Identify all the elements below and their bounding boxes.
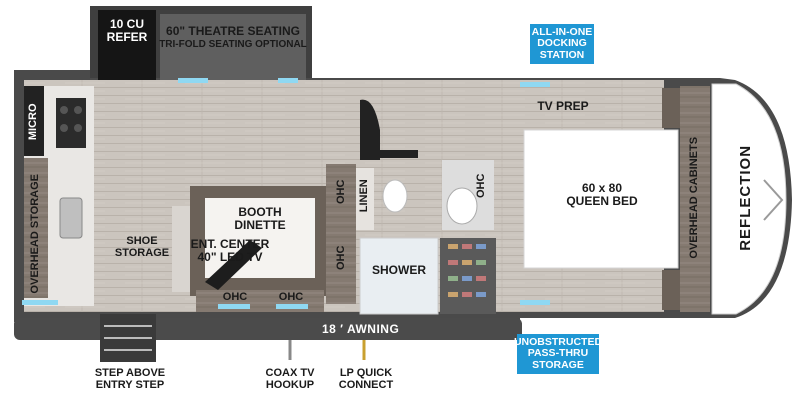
overhead-storage-label: OVERHEAD STORAGE <box>29 173 42 294</box>
nose-cap <box>711 83 787 315</box>
ohc-partition-top: OHC <box>335 179 348 205</box>
pass-thru-text: UNOBSTRUCTED PASS-THRU STORAGE <box>513 335 603 371</box>
shoe-storage-label: SHOE STORAGE <box>114 235 170 259</box>
awning-bar <box>14 318 522 340</box>
ohc-dinette-right: OHC <box>278 291 304 303</box>
booth-dinette-label: BOOTH DINETTE <box>234 205 286 232</box>
door-arc <box>360 99 380 160</box>
docking-station-callout: ALL-IN-ONE DOCKING STATION <box>530 24 594 64</box>
ohc-dinette-left: OHC <box>222 291 248 303</box>
booth-dinette <box>205 198 315 278</box>
center-wall <box>326 164 356 304</box>
micro-cabinet <box>24 86 44 156</box>
shower-label: SHOWER <box>372 263 426 277</box>
ent-center-label: ENT. CENTER 40" LED TV <box>190 237 270 264</box>
lp-label: LP QUICK CONNECT <box>338 367 394 391</box>
queen-bed-label: 60 x 80 QUEEN BED <box>566 181 638 208</box>
nightstand-bottom <box>662 270 680 310</box>
shoe-storage <box>172 206 194 292</box>
linen-cabinet <box>356 168 374 230</box>
step-above-label: STEP ABOVE ENTRY STEP <box>94 367 166 391</box>
theatre-seating-label: 60" THEATRE SEATING <box>166 24 300 38</box>
tv-prep-label: TV PREP <box>537 99 589 113</box>
overhead-cabinets-right <box>680 86 710 312</box>
trifold-label: TRI-FOLD SEATING OPTIONAL <box>159 39 307 50</box>
closet-shoes <box>448 244 486 297</box>
nightstand-top <box>662 88 680 128</box>
brand-logo: REFLECTION <box>737 144 755 251</box>
stove <box>56 98 86 148</box>
kitchen-sink <box>59 197 83 239</box>
awning-label: 18 ′ AWNING <box>322 322 400 336</box>
pass-thru-callout: UNOBSTRUCTED PASS-THRU STORAGE <box>513 334 603 374</box>
ohc-bath-label: OHC <box>475 173 488 199</box>
toilet <box>382 179 408 213</box>
ohc-partition-bottom: OHC <box>335 245 348 271</box>
linen-label: LINEN <box>358 179 371 213</box>
micro-label: MICRO <box>27 103 40 141</box>
overhead-cabinets-label: OVERHEAD CABINETS <box>688 136 701 259</box>
refer-label: 10 CU REFER <box>106 17 148 44</box>
bed <box>523 129 679 269</box>
shower <box>359 237 439 315</box>
docking-station-text: ALL-IN-ONE DOCKING STATION <box>531 25 593 61</box>
overhead-storage-left <box>24 158 48 298</box>
coax-label: COAX TV HOOKUP <box>265 367 315 391</box>
